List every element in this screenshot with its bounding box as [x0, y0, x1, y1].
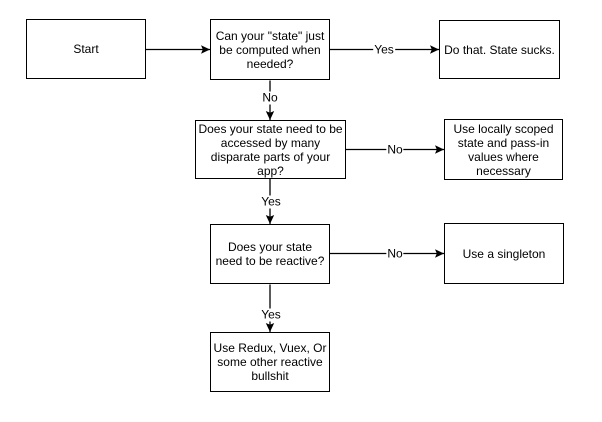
- node-result-singleton: Use a singleton: [444, 223, 564, 284]
- node-start: Start: [26, 19, 146, 79]
- node-question-computed-when-needed: Can your "state" just be computed when n…: [210, 19, 330, 80]
- edge-label-computed-yes: Yes: [373, 42, 395, 57]
- edge-label-reactive-no: No: [386, 246, 404, 261]
- node-result-do-that: Do that. State sucks.: [439, 20, 560, 79]
- edge-label-disparate-yes: Yes: [260, 194, 282, 209]
- node-question-disparate-parts: Does your state need to be accessed by m…: [195, 120, 346, 179]
- edge-label-reactive-yes: Yes: [260, 307, 282, 322]
- node-result-redux-vuex: Use Redux, Vuex, Or some other reactive …: [210, 332, 330, 392]
- node-question-reactive: Does your state need to be reactive?: [210, 224, 330, 284]
- edge-label-disparate-no: No: [386, 142, 404, 157]
- node-result-locally-scoped-state: Use locally scoped state and pass-in val…: [444, 119, 563, 180]
- edge-label-computed-no: No: [261, 90, 279, 105]
